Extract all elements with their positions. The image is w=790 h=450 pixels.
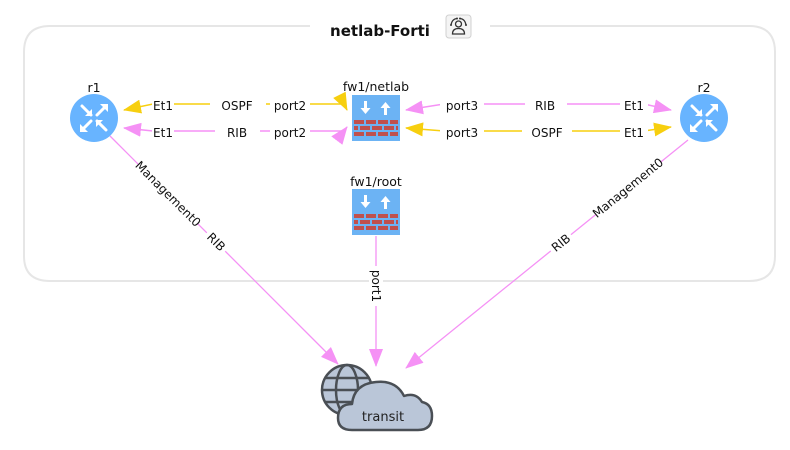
node-transit[interactable]: transit [320, 363, 434, 432]
link-fw-r2-rib[interactable]: port3 RIB Et1 [405, 99, 672, 115]
port-label: Et1 [153, 99, 173, 113]
link-fwroot-transit[interactable]: port1 [369, 236, 383, 367]
node-label: fw1/netlab [343, 79, 409, 94]
node-label: r2 [697, 80, 710, 95]
node-r2[interactable]: r2 [680, 80, 728, 142]
port-label: Management0 [590, 155, 666, 220]
port-label: port2 [274, 99, 306, 113]
node-label: transit [362, 410, 404, 425]
firewall-icon [352, 189, 400, 235]
link-r1-fw-rib[interactable]: Et1 RIB port2 [123, 122, 348, 145]
port-label: Et1 [153, 126, 173, 140]
port-label: Et1 [624, 99, 644, 113]
port-label: port2 [274, 126, 306, 140]
cloud-network-icon [320, 363, 434, 432]
group-box: netlab-Forti [23, 14, 776, 282]
link-r1-fw-ospf[interactable]: Et1 OSPF port2 [123, 91, 348, 114]
group-users-icon[interactable] [445, 14, 472, 39]
port-label: port1 [369, 270, 383, 302]
protocol-label: OSPF [531, 126, 562, 140]
link-r1-transit[interactable]: Management0 RIB [109, 135, 339, 365]
link-r2-transit[interactable]: Management0 RIB [405, 139, 689, 369]
firewall-icon [352, 95, 400, 141]
router-icon [70, 94, 118, 142]
protocol-label: OSPF [221, 99, 252, 113]
port-label: Management0 [132, 158, 203, 229]
group-title: netlab-Forti [330, 22, 430, 40]
router-icon [680, 94, 728, 142]
protocol-label: RIB [535, 99, 555, 113]
node-fw1-root[interactable]: fw1/root [350, 174, 402, 235]
node-label: r1 [87, 80, 100, 95]
protocol-label: RIB [227, 126, 247, 140]
group-border [23, 25, 776, 282]
node-label: fw1/root [350, 174, 402, 189]
node-r1[interactable]: r1 [70, 80, 118, 142]
node-fw1-netlab[interactable]: fw1/netlab [343, 79, 409, 141]
cloud-icon [336, 380, 434, 432]
port-label: Et1 [624, 126, 644, 140]
port-label: port3 [446, 126, 478, 140]
port-label: port3 [446, 99, 478, 113]
link-fw-r2-ospf[interactable]: port3 OSPF Et1 [405, 122, 672, 140]
